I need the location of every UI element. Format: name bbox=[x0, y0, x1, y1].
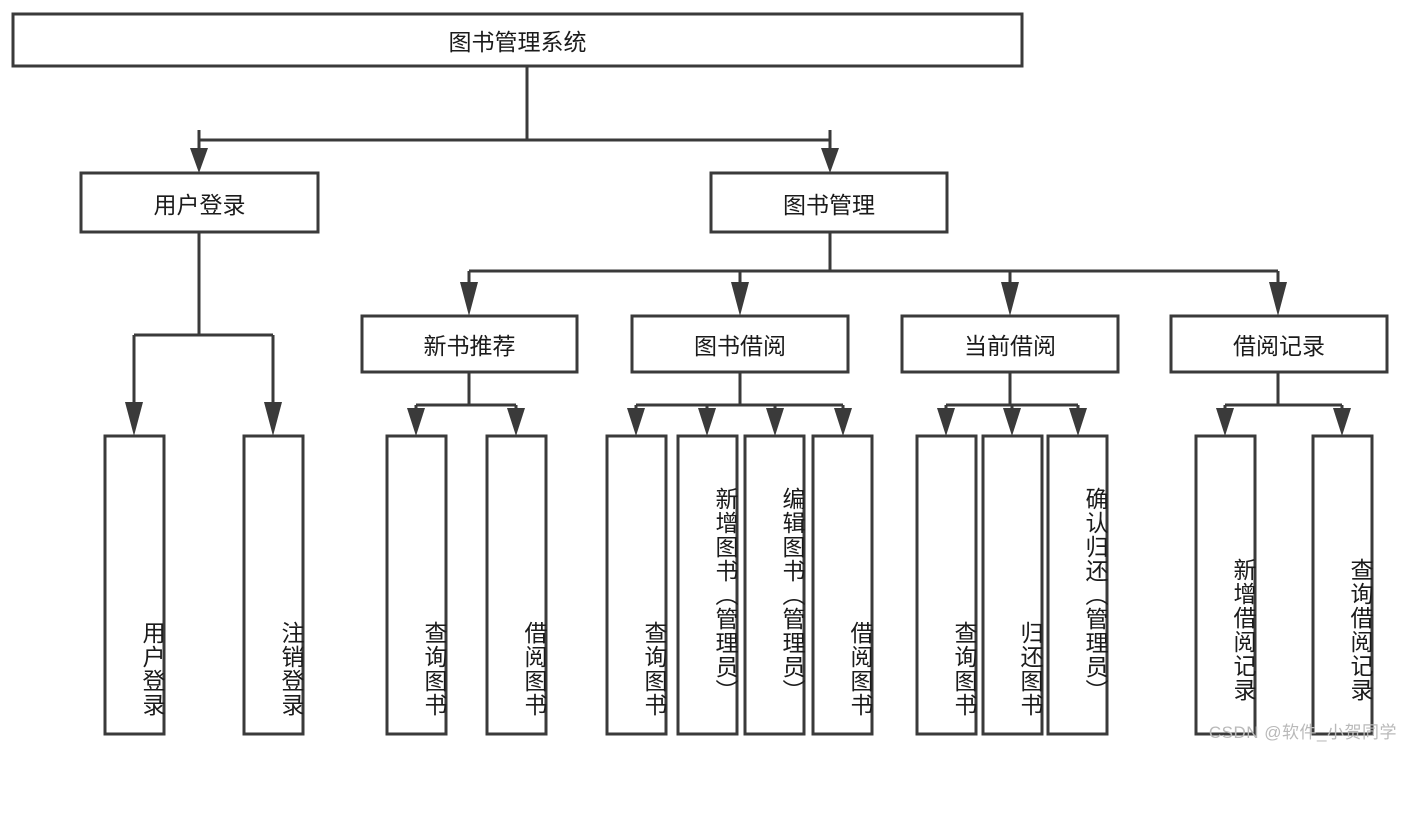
node-box-leaf-query-book-2[interactable] bbox=[605, 434, 668, 736]
node-box-leaf-query-book-3[interactable] bbox=[915, 434, 978, 736]
flowchart-canvas bbox=[11, 12, 1389, 736]
node-box-leaf-borrow-book-2[interactable] bbox=[811, 434, 874, 736]
connector-borrow-record-to-leaves bbox=[1216, 372, 1351, 436]
connector-current-borrow-to-leaves bbox=[937, 372, 1087, 436]
arrow-head-icon bbox=[834, 408, 852, 436]
connector-book-manage-to-level2 bbox=[460, 232, 1287, 316]
node-box-leaf-borrow-book-1[interactable] bbox=[485, 434, 548, 736]
arrow-head-icon bbox=[821, 148, 839, 173]
arrow-head-icon bbox=[1001, 282, 1019, 316]
node-box-current-borrow[interactable] bbox=[900, 314, 1120, 374]
node-box-leaf-edit-book[interactable] bbox=[743, 434, 806, 736]
node-box-leaf-user-login[interactable] bbox=[103, 434, 166, 736]
arrow-head-icon bbox=[766, 408, 784, 436]
node-box-leaf-return-book[interactable] bbox=[981, 434, 1044, 736]
node-box-book-borrow[interactable] bbox=[630, 314, 850, 374]
node-box-leaf-add-book[interactable] bbox=[676, 434, 739, 736]
arrow-head-icon bbox=[698, 408, 716, 436]
arrow-head-icon bbox=[460, 282, 478, 316]
arrow-head-icon bbox=[627, 408, 645, 436]
arrow-head-icon bbox=[407, 408, 425, 436]
node-box-leaf-logout[interactable] bbox=[242, 434, 305, 736]
node-box-borrow-record[interactable] bbox=[1169, 314, 1389, 374]
arrow-head-icon bbox=[125, 402, 143, 436]
node-box-leaf-confirm-return[interactable] bbox=[1046, 434, 1109, 736]
arrow-head-icon bbox=[1003, 408, 1021, 436]
connector-root-to-level1 bbox=[190, 66, 839, 173]
node-box-root[interactable] bbox=[11, 12, 1024, 68]
arrow-head-icon bbox=[190, 148, 208, 173]
arrow-head-icon bbox=[507, 408, 525, 436]
arrow-head-icon bbox=[1216, 408, 1234, 436]
arrow-head-icon bbox=[937, 408, 955, 436]
node-box-book-manage[interactable] bbox=[709, 171, 949, 234]
arrow-head-icon bbox=[1333, 408, 1351, 436]
node-box-user-login[interactable] bbox=[79, 171, 320, 234]
arrow-head-icon bbox=[1269, 282, 1287, 316]
node-box-leaf-query-record[interactable] bbox=[1311, 434, 1374, 736]
connector-book-borrow-to-leaves bbox=[627, 372, 852, 436]
connector-user-login-to-leaves bbox=[125, 232, 282, 436]
arrow-head-icon bbox=[1069, 408, 1087, 436]
connector-new-book-recommend-to-leaves bbox=[407, 372, 525, 436]
flowchart-diagram: 图书管理系统 用户登录 图书管理 新书推荐 图书借阅 当前借阅 借阅记录 用户登… bbox=[11, 12, 1396, 742]
node-box-leaf-query-book-1[interactable] bbox=[385, 434, 448, 736]
arrow-head-icon bbox=[731, 282, 749, 316]
node-box-leaf-add-record[interactable] bbox=[1194, 434, 1257, 736]
arrow-head-icon bbox=[264, 402, 282, 436]
node-box-new-book-recommend[interactable] bbox=[360, 314, 579, 374]
